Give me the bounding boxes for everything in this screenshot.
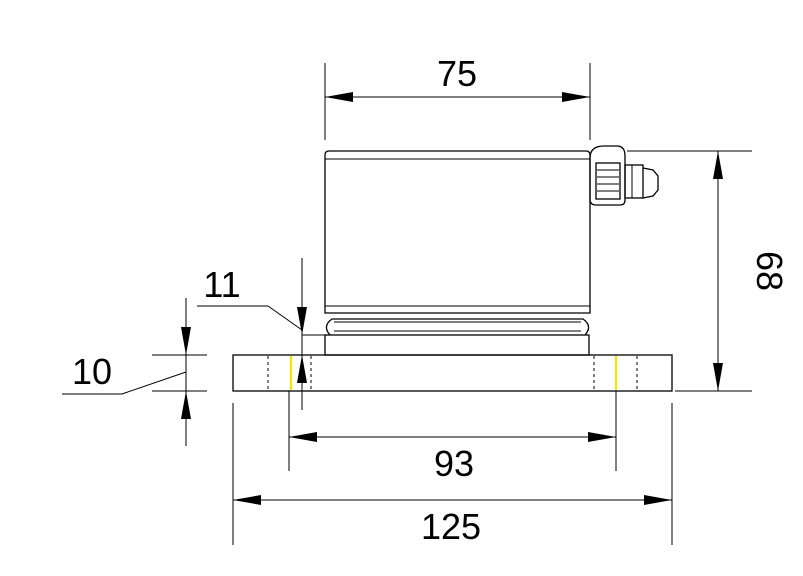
- dimension-bolt-spacing: 93: [288, 391, 617, 484]
- dimension-top-width: 75: [324, 53, 591, 140]
- dimension-label-125: 125: [421, 506, 481, 547]
- dimension-label-75: 75: [437, 53, 477, 94]
- dimension-flange-thickness: 10: [62, 298, 207, 446]
- dimension-label-10: 10: [72, 351, 112, 392]
- dimension-label-11: 11: [203, 264, 240, 305]
- dimension-base-width: 125: [232, 403, 673, 547]
- left-bolt-hole: [267, 356, 312, 390]
- dimension-label-68: 68: [749, 251, 790, 291]
- dimension-label-93: 93: [434, 443, 474, 484]
- sensor-body: [324, 150, 591, 356]
- cable-connector: [589, 145, 659, 206]
- dimension-height: 68: [627, 150, 790, 392]
- right-bolt-hole: [593, 356, 638, 390]
- dimension-hole-depth: 11: [197, 258, 325, 410]
